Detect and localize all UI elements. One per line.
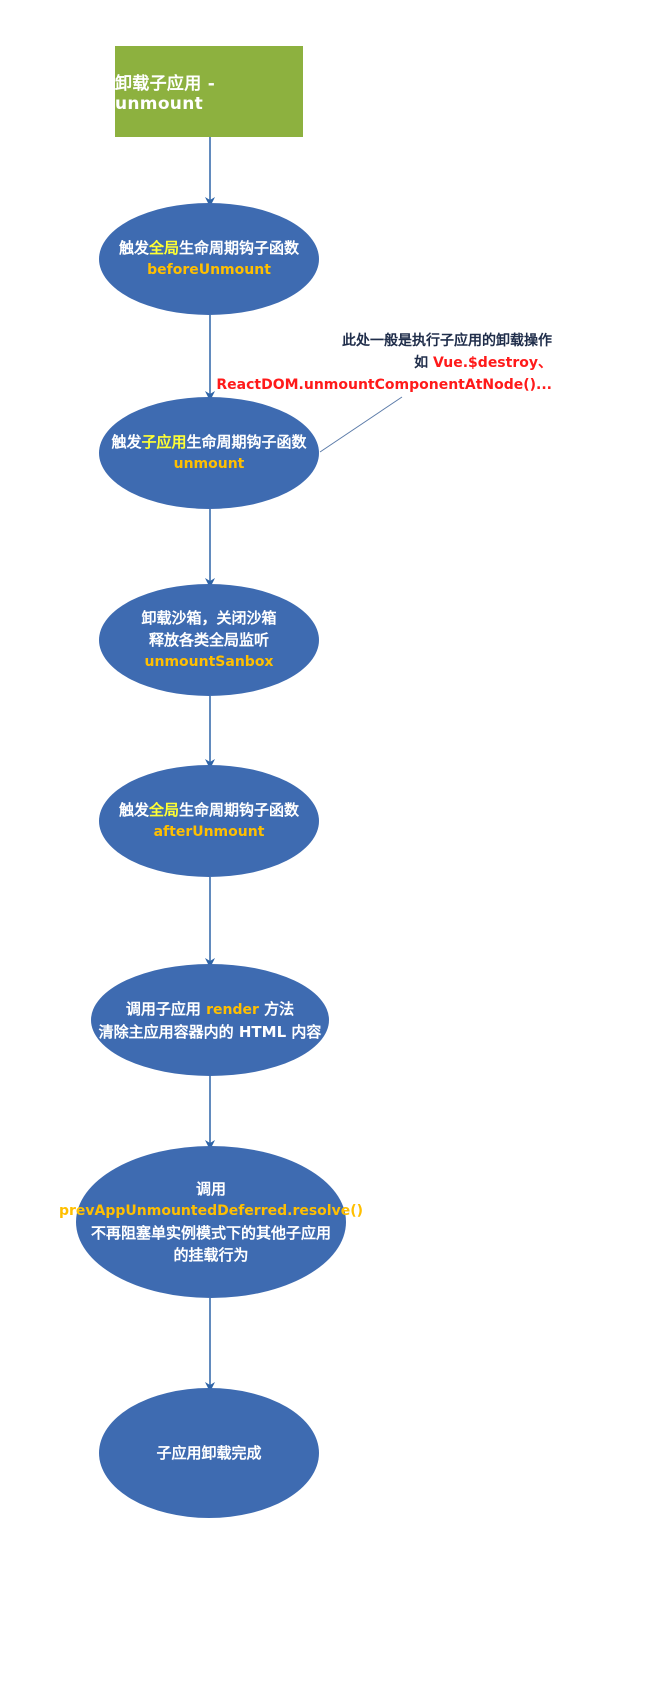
resolve-code: prevAppUnmountedDeferred.resolve()	[58, 1203, 364, 1219]
vue-destroy-text: Vue.$destroy、	[432, 355, 552, 371]
node-title: 触发子应用生命周期钩子函数	[111, 433, 307, 451]
highlight-sub-app: 子应用	[141, 433, 187, 451]
render-code: render	[206, 1001, 259, 1018]
node-line1: 调用子应用 render 方法	[125, 999, 295, 1018]
hook-name: beforeUnmount	[147, 262, 271, 278]
node-unmount-sandbox: 卸载沙箱，关闭沙箱 释放各类全局监听 unmountSanbox	[99, 584, 319, 696]
annotation-note: 此处一般是执行子应用的卸载操作 如 Vue.$destroy、 ReactDOM…	[216, 330, 552, 396]
node-line3: 不再阻塞单实例模式下的其他子应用	[90, 1224, 331, 1242]
node-line2: 释放各类全局监听	[148, 631, 269, 649]
hook-name: unmountSanbox	[144, 654, 274, 670]
node-after-unmount: 触发全局生命周期钩子函数 afterUnmount	[99, 765, 319, 877]
highlight-global: 全局	[148, 801, 179, 819]
hook-name: afterUnmount	[153, 824, 265, 840]
react-unmount-text: ReactDOM.unmountComponentAtNode()...	[216, 377, 552, 393]
node-title: 触发全局生命周期钩子函数	[118, 239, 300, 257]
start-node-unmount: 卸载子应用 - unmount	[115, 46, 303, 137]
node-line2: 清除主应用容器内的 HTML 内容	[98, 1022, 322, 1041]
node-line1: 卸载沙箱，关闭沙箱	[141, 609, 277, 627]
annotation-leader-line	[319, 396, 403, 453]
node-line1: 调用	[195, 1180, 226, 1198]
start-label: 卸载子应用 - unmount	[115, 74, 216, 114]
node-resolve-deferred: 调用 prevAppUnmountedDeferred.resolve() 不再…	[59, 1146, 363, 1298]
annotation-line2: 如 Vue.$destroy、	[414, 355, 552, 371]
node-unmount-complete: 子应用卸载完成	[99, 1388, 319, 1518]
node-before-unmount: 触发全局生命周期钩子函数 beforeUnmount	[99, 203, 319, 315]
annotation-line1: 此处一般是执行子应用的卸载操作	[342, 333, 552, 349]
node-label: 子应用卸载完成	[156, 1444, 262, 1462]
node-title: 触发全局生命周期钩子函数	[118, 801, 300, 819]
hook-name: unmount	[173, 456, 245, 472]
node-render: 调用子应用 render 方法 清除主应用容器内的 HTML 内容	[91, 964, 329, 1076]
highlight-global: 全局	[148, 239, 179, 257]
node-line4: 的挂载行为	[173, 1246, 249, 1264]
node-unmount: 触发子应用生命周期钩子函数 unmount	[99, 397, 319, 509]
